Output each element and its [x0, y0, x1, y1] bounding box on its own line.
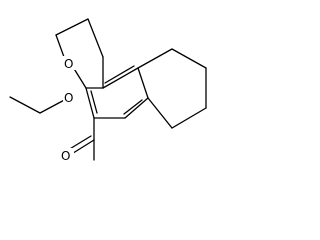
- bond-c7-c6: [171, 107, 207, 129]
- bond-methyl: [9, 96, 41, 114]
- bond-c9b-c9a: [102, 67, 139, 89]
- bond-c5a-c5: [124, 97, 149, 119]
- molecule-drawing: O O O: [9, 18, 207, 163]
- ester-group: [9, 96, 95, 161]
- bond-c9a-c5a: [137, 67, 149, 99]
- bond-c9a-c9: [137, 48, 173, 69]
- cyclohexane-ring: [137, 48, 207, 129]
- structure-diagram: O O O: [0, 0, 219, 175]
- bond-c4-c3a: [85, 87, 95, 119]
- bond-c1-c9b: [87, 18, 104, 58]
- bond-c4-c3a-inner: [90, 90, 98, 114]
- bond-c9b-c9a-inner: [104, 65, 135, 84]
- atom-o-furan: O: [64, 57, 73, 71]
- bond-o-c2: [55, 34, 65, 58]
- bond-c5a-c5-inner: [123, 99, 143, 115]
- bond-c2-c1: [55, 18, 89, 36]
- bond-c6-c5a: [147, 97, 173, 129]
- dihydrofuran-ring: [55, 18, 104, 89]
- atom-o-carbonyl: O: [61, 149, 70, 163]
- benzene-ring: [85, 65, 149, 119]
- atom-o-ester: O: [64, 91, 73, 105]
- bond-c9-c8: [171, 48, 207, 69]
- atom-labels: O O O: [60, 56, 77, 163]
- bond-c3a-o: [72, 66, 87, 89]
- bond-ccarbonyl-ocarbonyl-double: [67, 135, 92, 151]
